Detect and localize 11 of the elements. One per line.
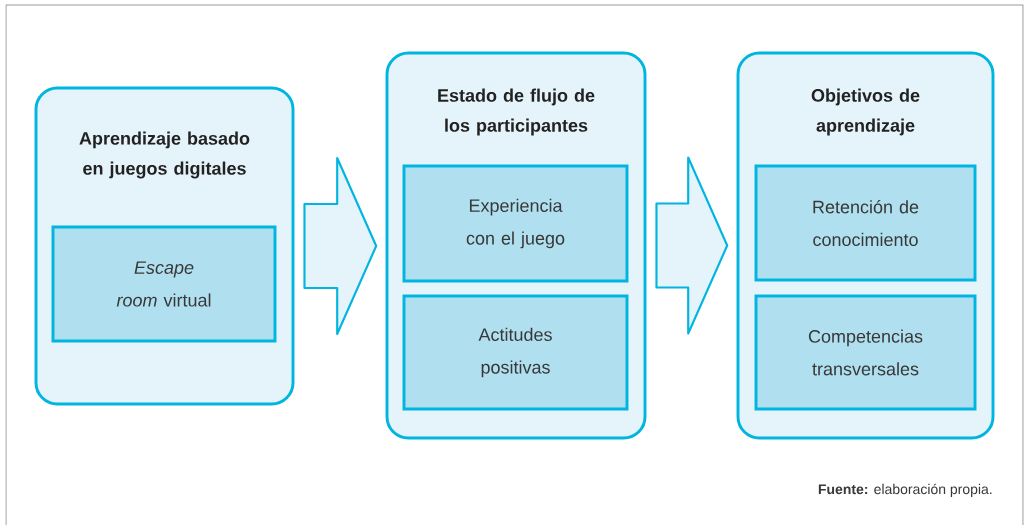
panel-heading: Objetivos de aprendizaje — [811, 88, 920, 136]
block-arrow — [655, 156, 729, 335]
block-arrow — [303, 156, 378, 336]
caption: Fuente: elaboración propia. — [818, 483, 992, 497]
content-box: Competencias transversales — [754, 294, 977, 411]
panel-heading: Aprendizaje basado en juegos digitales — [79, 131, 250, 179]
content-box: Escape room virtual — [51, 225, 277, 343]
panel-heading: Estado de flujo de los participantes — [438, 88, 595, 136]
content-box: Actitudes positivas — [402, 294, 629, 411]
content-box: Retención de conocimiento — [754, 164, 977, 282]
content-box: Experiencia con el juego — [402, 164, 629, 283]
